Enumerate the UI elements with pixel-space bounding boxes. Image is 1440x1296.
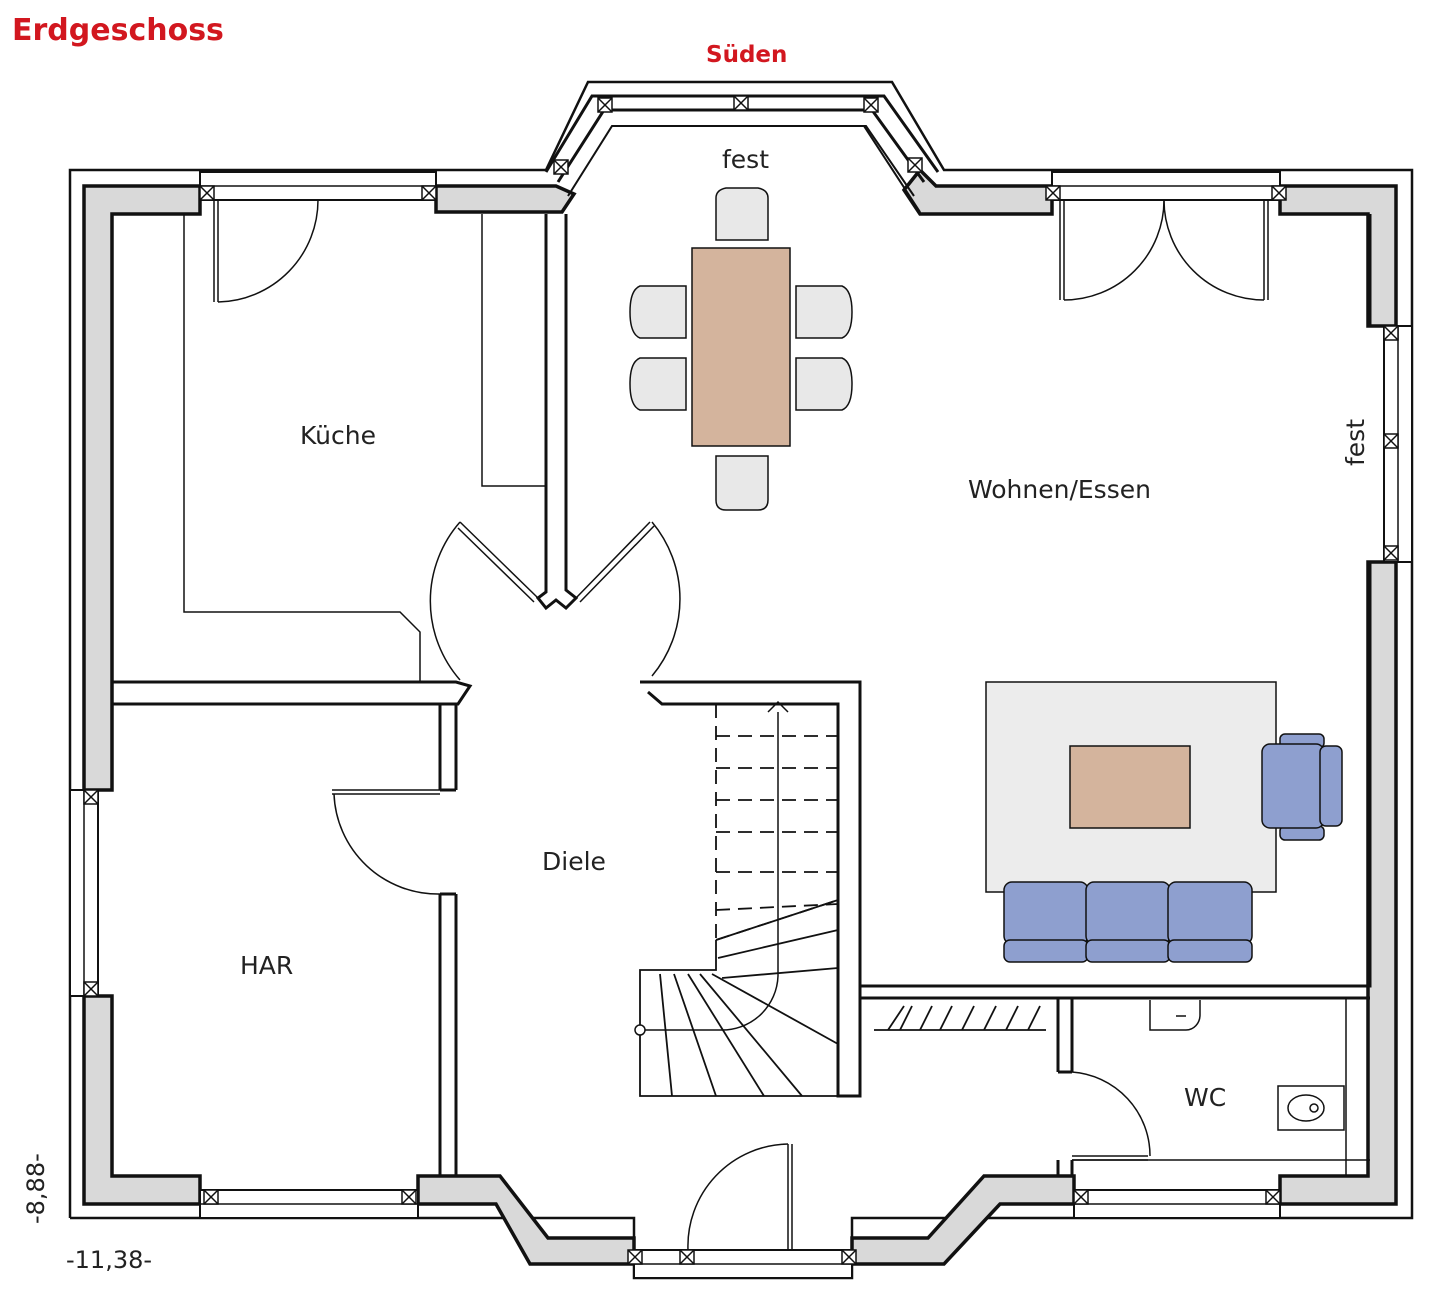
floor-title: Erdgeschoss bbox=[12, 13, 224, 48]
windows bbox=[69, 95, 1413, 1279]
wall-west-upper bbox=[82, 184, 202, 792]
window-note-south-bay: fest bbox=[722, 145, 769, 174]
dining-chair bbox=[715, 187, 769, 241]
wall-north-right bbox=[901, 167, 1054, 216]
lounge-set bbox=[985, 681, 1343, 963]
wall-south-right bbox=[850, 1174, 1076, 1266]
wall-northeast bbox=[1278, 184, 1398, 328]
dining-chair bbox=[795, 285, 853, 339]
dining-set bbox=[629, 187, 853, 511]
room-label-kitchen: Küche bbox=[300, 421, 376, 450]
interior-walls bbox=[110, 214, 1372, 1176]
coffee-table bbox=[1069, 745, 1191, 829]
wc-fixtures bbox=[1149, 1000, 1345, 1131]
dining-chair bbox=[629, 357, 687, 411]
sofa bbox=[1003, 881, 1253, 963]
sink bbox=[1149, 1000, 1201, 1031]
room-label-living: Wohnen/Essen bbox=[968, 475, 1151, 504]
dining-chair bbox=[795, 357, 853, 411]
room-label-utility: HAR bbox=[240, 951, 293, 980]
orientation-label: Süden bbox=[706, 42, 787, 68]
door-swings bbox=[213, 199, 1269, 1251]
dining-chair bbox=[715, 455, 769, 511]
staircase bbox=[634, 700, 839, 1097]
wall-north-mid bbox=[434, 184, 577, 214]
dining-chair bbox=[629, 285, 687, 339]
room-label-hall: Diele bbox=[542, 847, 606, 876]
dining-table bbox=[691, 247, 791, 447]
dimension-depth: -8,88- bbox=[22, 1153, 50, 1224]
wall-south-left bbox=[416, 1174, 636, 1266]
armchair bbox=[1261, 733, 1343, 841]
window-note-east: fest bbox=[1341, 419, 1370, 466]
dimension-width: -11,38- bbox=[66, 1246, 152, 1274]
wall-west-lower bbox=[82, 994, 202, 1206]
room-label-toilet: WC bbox=[1184, 1083, 1226, 1112]
